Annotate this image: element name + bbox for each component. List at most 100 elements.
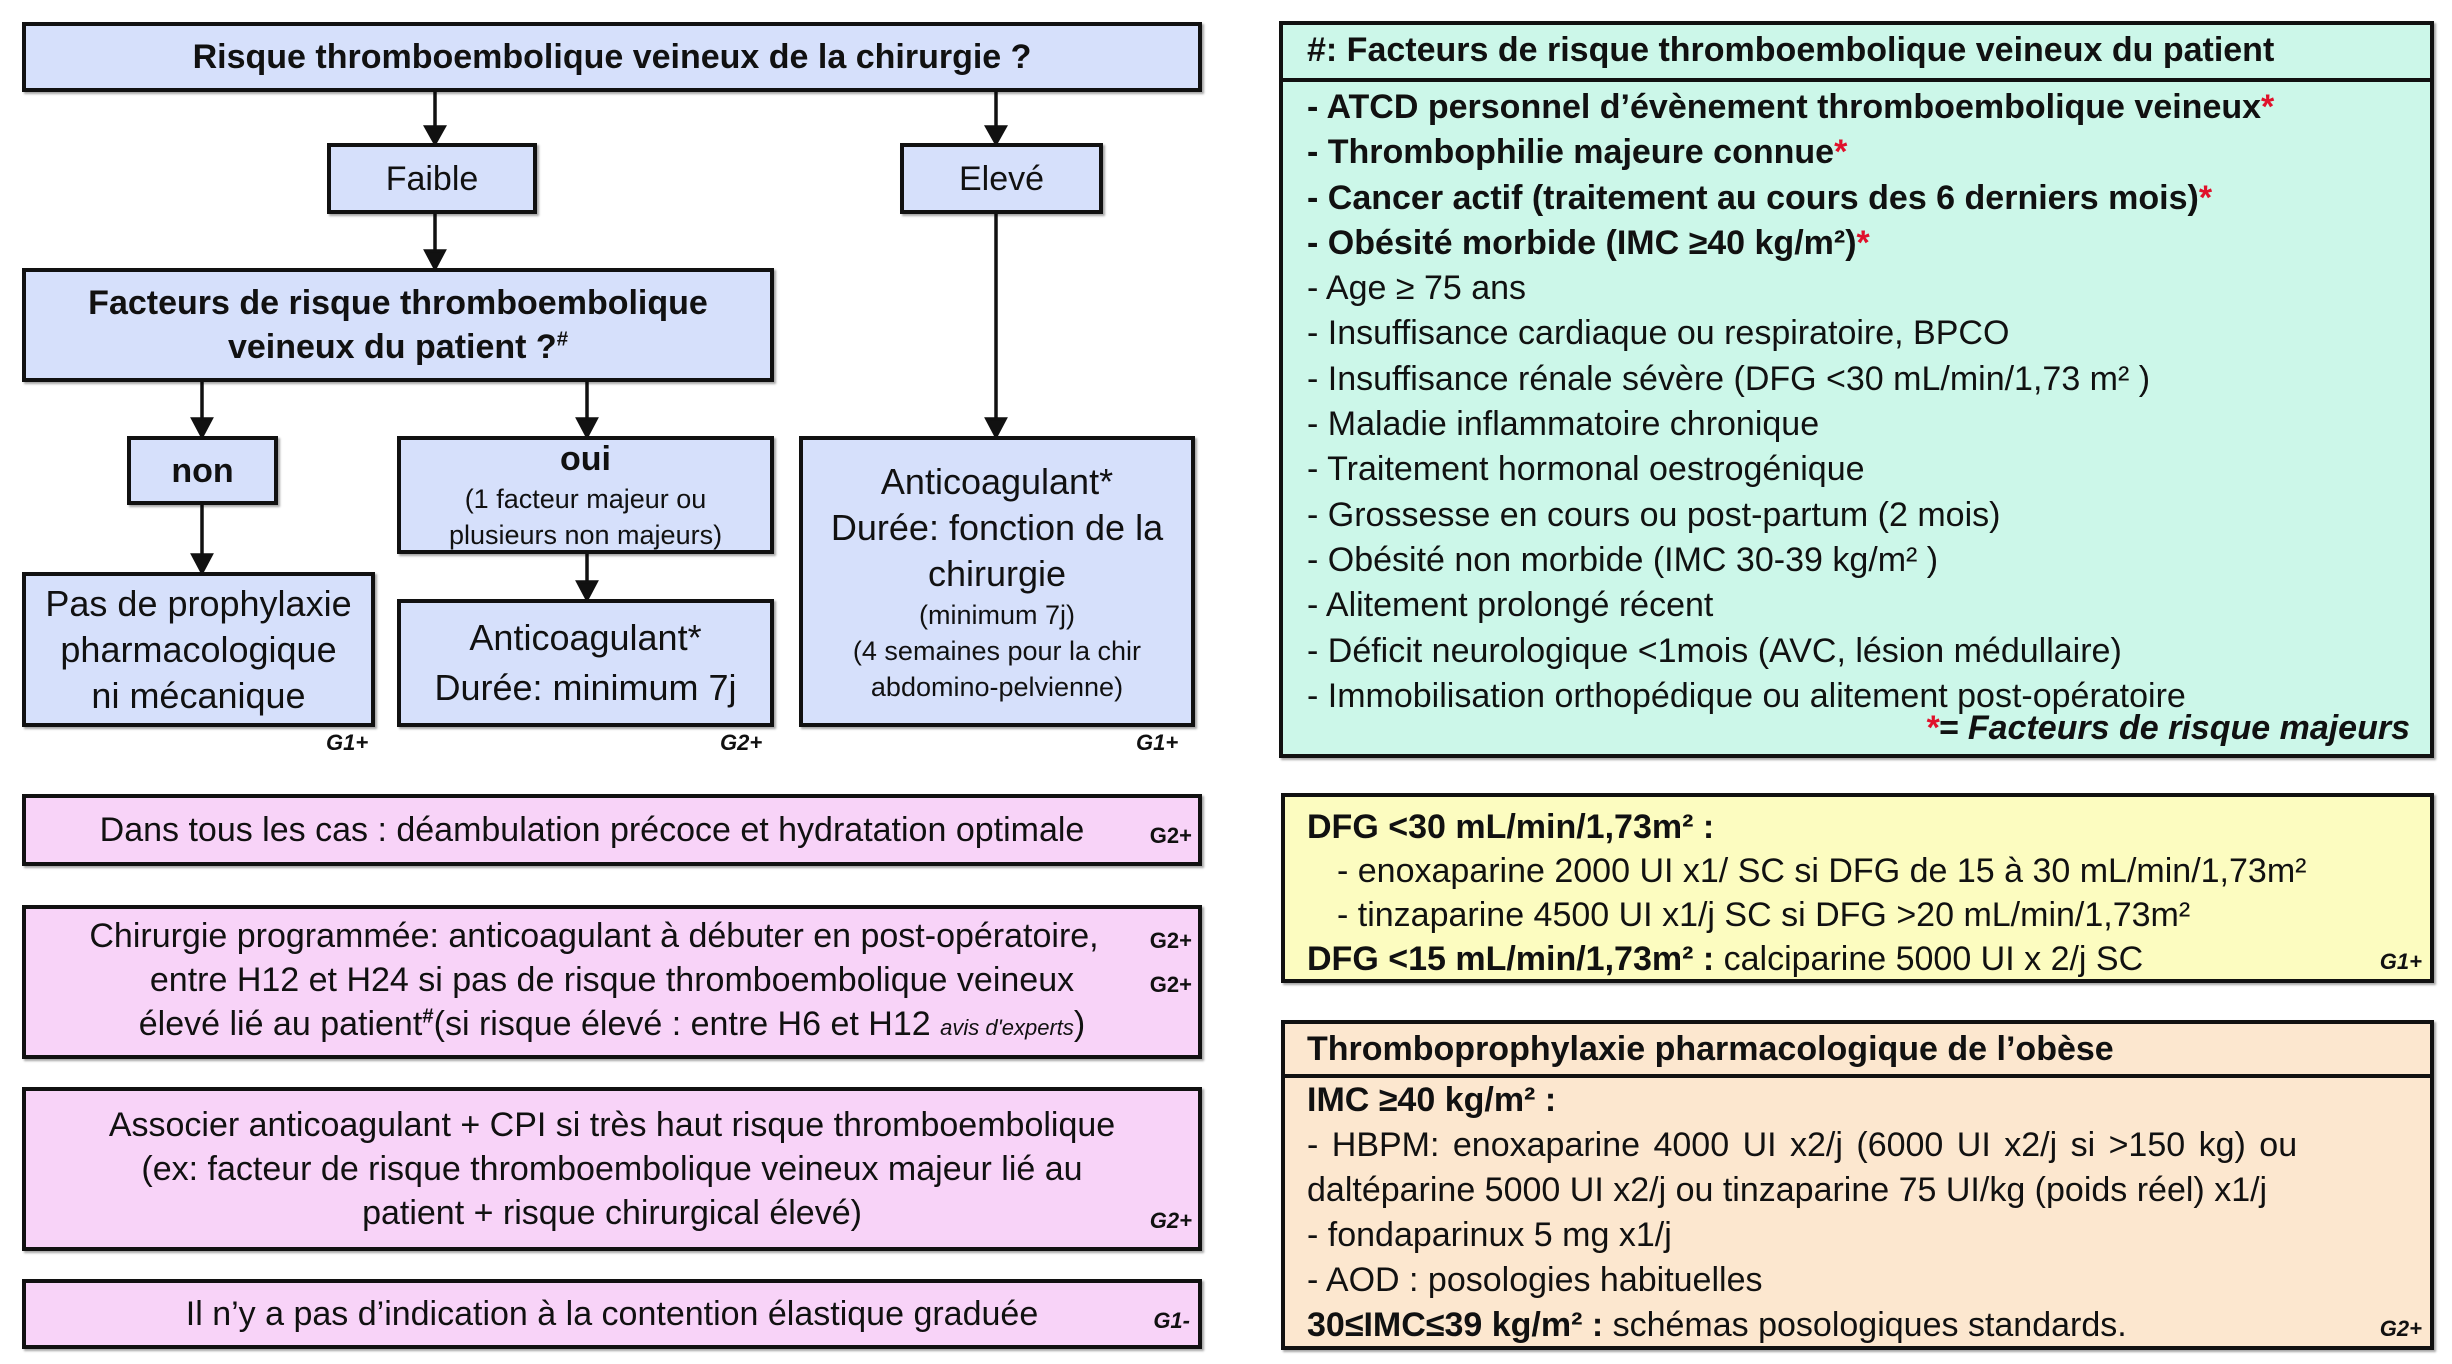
risk-factor-major: - ATCD personnel d’évènement thromboembo… [1307, 85, 2420, 130]
risk-factor-minor: - Insuffisance rénale sévère (DFG <30 mL… [1307, 359, 2151, 398]
recommendation-timing-line3b: (si risque élevé : entre H6 et H12 [433, 1005, 941, 1043]
renal-insufficiency-panel: DFG <30 mL/min/1,73m² : - enoxaparine 20… [1281, 793, 2434, 983]
obesity-heading-imc40: IMC ≥40 kg/m² : [1307, 1081, 1557, 1119]
arrowhead [190, 553, 214, 576]
outcome-yes-anticoagulant: Anticoagulant* Durée: minimum 7j [397, 599, 774, 727]
recommendation-timing-line3a: élevé lié au patient [138, 1005, 423, 1043]
branch-high: Elevé [900, 143, 1103, 214]
risk-factors-legend: *= Facteurs de risque majeurs [1925, 709, 2410, 748]
branch-high-label: Elevé [958, 159, 1045, 198]
renal-item-tinzaparine: - tinzaparine 4500 UI x1/j SC si DFG >20… [1337, 896, 2191, 934]
risk-factor-minor: - Alitement prolongé récent [1307, 586, 1714, 625]
outcome-high-line1: Anticoagulant* [880, 460, 1114, 502]
obesity-panel: Thromboprophylaxie pharmacologique de l’… [1281, 1020, 2434, 1350]
renal-grade: G1+ [2379, 949, 2422, 974]
expert-opinion-note: avis d'experts [940, 1015, 1074, 1040]
major-marker: * [1925, 709, 1939, 747]
risk-factor-minor: - Insuffisance cardiaque ou respiratoire… [1307, 314, 2010, 353]
footnote-mark: # [422, 1005, 434, 1028]
answer-yes-detail-line2: plusieurs non majeurs) [448, 520, 723, 550]
outcome-high-line5: (4 semaines pour la chir [852, 635, 1142, 666]
obesity-item-fondaparinux: - fondaparinux 5 mg x1/j [1307, 1216, 1672, 1254]
obesity-title: Thromboprophylaxie pharmacologique de l’… [1285, 1024, 2430, 1078]
risk-factor-text: - Obésité morbide (IMC ≥40 kg/m²) [1307, 223, 1857, 262]
arrowhead [190, 417, 214, 440]
recommendation-timing-line3c: ) [1073, 1005, 1086, 1043]
risk-factors-title: #: Facteurs de risque thromboembolique v… [1283, 25, 2430, 82]
major-marker: * [1834, 133, 1848, 172]
risk-factor-text: - Cancer actif (traitement au cours des … [1307, 178, 2199, 217]
recommendation-cpi-line3: patient + risque chirurgical élevé) [362, 1194, 862, 1232]
outcome-high-line2: Durée: fonction de la [830, 506, 1164, 548]
major-marker: * [2261, 88, 2275, 126]
obesity-standard-text: schémas posologiques standards. [1603, 1306, 2127, 1344]
patient-risk-question: Facteurs de risque thromboembolique vein… [22, 268, 774, 382]
recommendation-ambulation-grade: G2+ [1149, 823, 1192, 848]
outcome-high-line4: (minimum 7j) [918, 599, 1075, 630]
obesity-item-hbpm-line1: - HBPM: enoxaparine 4000 UI x2/j (6000 U… [1307, 1126, 2298, 1164]
risk-factor-minor: - Obésité non morbide (IMC 30-39 kg/m² ) [1307, 540, 1939, 579]
risk-factors-list: - ATCD personnel d’évènement thromboembo… [1307, 85, 2420, 719]
obesity-heading-imc30-39: 30≤IMC≤39 kg/m² : [1307, 1306, 1604, 1344]
recommendation-timing-line2: entre H12 et H24 si pas de risque thromb… [149, 961, 1075, 999]
recommendation-timing: Chirurgie programmée: anticoagulant à dé… [22, 905, 1202, 1059]
patient-risk-factors-panel: #: Facteurs de risque thromboembolique v… [1279, 21, 2434, 758]
arrowhead [984, 125, 1008, 147]
answer-yes: oui (1 facteur majeur ou plusieurs non m… [397, 436, 774, 554]
outcome-no-line1: Pas de prophylaxie [45, 582, 352, 624]
risk-factor-major: - Cancer actif (traitement au cours des … [1307, 176, 2420, 221]
recommendation-cpi: Associer anticoagulant + CPI si très hau… [22, 1087, 1202, 1251]
recommendation-compression-text: Il n’y a pas d’indication à la contentio… [185, 1295, 1039, 1333]
major-marker: * [1856, 223, 1870, 262]
obesity-grade: G2+ [2379, 1316, 2422, 1341]
obesity-item-aod: - AOD : posologies habituelles [1307, 1261, 1763, 1299]
recommendation-timing-line1: Chirurgie programmée: anticoagulant à dé… [89, 917, 1099, 955]
major-marker: * [2198, 178, 2213, 217]
grade-outcome-no: G1+ [326, 730, 369, 755]
renal-heading-dfg15: DFG <15 mL/min/1,73m² : [1307, 940, 1715, 978]
footnote-mark: # [556, 328, 569, 351]
recommendation-timing-line3: élevé lié au patient#(si risque élevé : … [139, 1002, 1086, 1050]
arrowhead [423, 125, 447, 147]
arrowhead [423, 249, 447, 272]
grade-outcome-yes: G2+ [720, 730, 763, 755]
outcome-no-prophylaxis: Pas de prophylaxie pharmacologique ni mé… [22, 572, 375, 727]
branch-low: Faible [327, 143, 537, 214]
patient-risk-question-line2-wrap: veineux du patient ?# [228, 325, 568, 369]
recommendation-compression-grade: G1- [1153, 1308, 1190, 1333]
risk-factor-minor: - Déficit neurologique <1mois (AVC, lési… [1307, 631, 2122, 670]
renal-heading-dfg30: DFG <30 mL/min/1,73m² : [1307, 808, 1715, 846]
recommendation-ambulation-text: Dans tous les cas : déambulation précoce… [99, 811, 1085, 849]
renal-item-calciparine: calciparine 5000 UI x 2/j SC [1714, 940, 2144, 978]
outcome-high-anticoagulant: Anticoagulant* Durée: fonction de la chi… [799, 436, 1195, 727]
recommendation-cpi-grade: G2+ [1149, 1208, 1192, 1233]
renal-item-enoxaparine: - enoxaparine 2000 UI x1/ SC si DFG de 1… [1337, 852, 2307, 890]
answer-yes-label: oui [560, 440, 611, 478]
outcome-no-line2: pharmacologique [60, 628, 337, 670]
grade-outcome-high: G1+ [1136, 730, 1179, 755]
recommendation-cpi-line1: Associer anticoagulant + CPI si très hau… [108, 1106, 1116, 1144]
risk-factor-text: - ATCD personnel d’évènement thromboembo… [1307, 88, 2262, 126]
risk-factor-minor: - Traitement hormonal oestrogénique [1307, 450, 1865, 489]
risk-factor-text: - Thrombophilie majeure connue [1307, 133, 1835, 172]
outcome-high-line3: chirurgie [927, 552, 1067, 594]
risk-factor-major: - Thrombophilie majeure connue* [1307, 130, 2420, 175]
branch-low-label: Faible [385, 159, 479, 198]
answer-no-label: non [171, 451, 234, 490]
risk-factors-legend-text: = Facteurs de risque majeurs [1938, 709, 2410, 747]
arrowhead [575, 580, 599, 603]
recommendation-timing-grade2: G2+ [1149, 972, 1192, 997]
outcome-no-line3: ni mécanique [91, 674, 306, 716]
renal-dfg15-line: DFG <15 mL/min/1,73m² : calciparine 5000… [1307, 937, 2306, 981]
patient-risk-question-line2: veineux du patient ? [227, 328, 557, 366]
answer-no: non [127, 436, 278, 505]
risk-factor-minor: - Age ≥ 75 ans [1307, 269, 1527, 308]
risk-factor-minor: - Grossesse en cours ou post-partum (2 m… [1307, 495, 2001, 534]
recommendation-cpi-line2: (ex: facteur de risque thromboembolique … [141, 1150, 1083, 1188]
risk-factor-minor: - Maladie inflammatoire chronique [1307, 405, 1820, 444]
arrowhead [575, 417, 599, 440]
surgery-risk-question: Risque thromboembolique veineux de la ch… [22, 22, 1202, 92]
recommendation-compression: Il n’y a pas d’indication à la contentio… [22, 1279, 1202, 1349]
answer-yes-detail-line1: (1 facteur majeur ou [464, 484, 707, 514]
